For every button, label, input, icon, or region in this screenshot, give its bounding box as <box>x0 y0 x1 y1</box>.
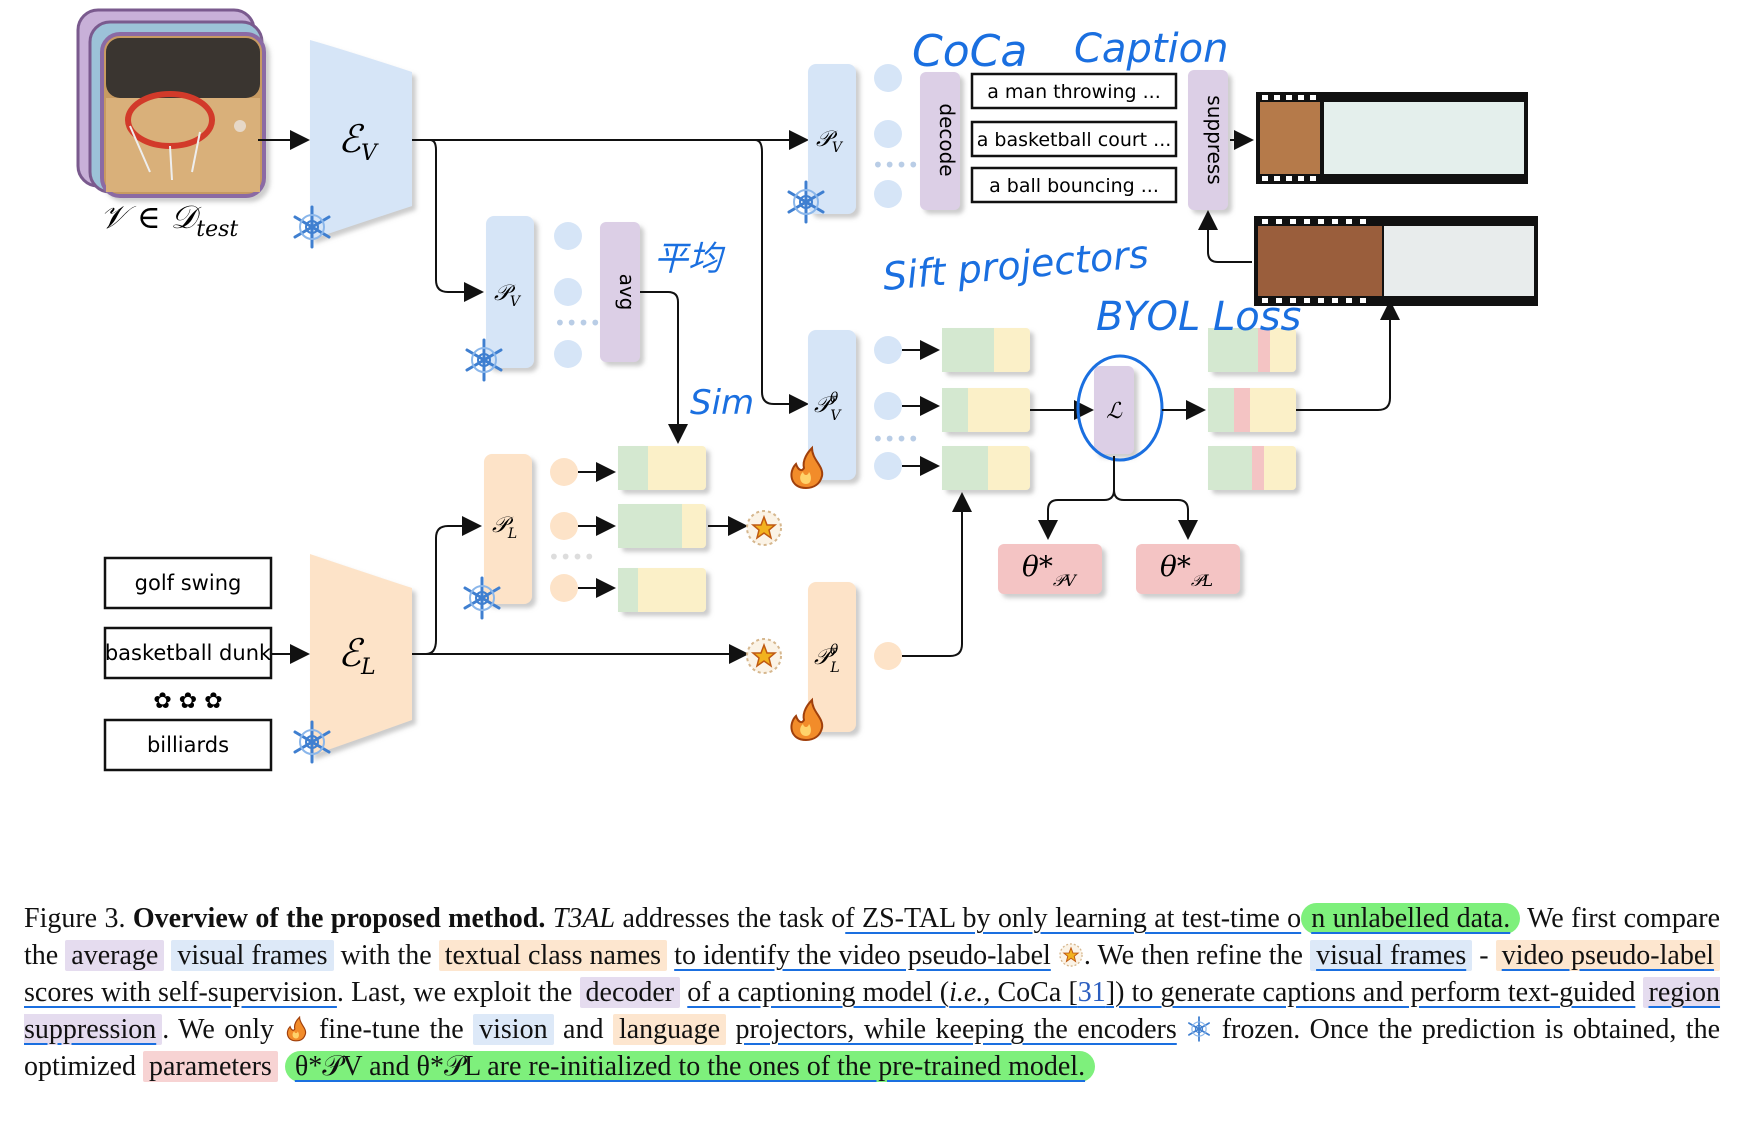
caption-text: addresses the task o <box>622 903 846 934</box>
svg-text:a ball bouncing ...: a ball bouncing ... <box>989 175 1159 197</box>
caption-text: projectors, while keeping the encoders <box>735 1014 1177 1045</box>
frame-feature <box>554 340 582 368</box>
pseudo-label-star-icon <box>746 638 782 674</box>
caption-text: with the <box>340 940 432 971</box>
loss-label: ℒ <box>1106 399 1123 424</box>
caption-text: . Last, we exploit the <box>336 977 573 1008</box>
loss-circle-annotation <box>1076 354 1164 462</box>
caption-text: of a captioning model ( <box>687 977 950 1008</box>
decode-label: decode <box>935 103 959 176</box>
caption-3: a ball bouncing ... <box>970 166 1178 204</box>
highlight-average: average <box>65 940 165 971</box>
language-projector-frozen <box>484 454 532 604</box>
optimized-params-v: θ*𝒫V <box>998 544 1102 594</box>
method-name: T3AL <box>552 903 616 934</box>
dots: •••• <box>872 153 919 177</box>
flame-icon <box>287 1016 307 1042</box>
svg-text:θ*𝒫V: θ*𝒫V <box>1022 550 1077 590</box>
highlight-reinitialized: θ*𝒫V and θ*𝒫L are re-initialized to the … <box>284 1051 1096 1082</box>
annotation-coca: CoCa <box>912 26 1027 77</box>
highlight-visual-frames: visual frames <box>1310 940 1473 971</box>
input-video-frames <box>76 8 266 198</box>
class-name-golf-swing: golf swing <box>103 556 273 610</box>
caption-text: frozen. Once the prediction is obtained,… <box>24 1014 1721 1082</box>
annotation-sift-projectors: Sift projectors <box>881 232 1150 299</box>
language-projector-trainable <box>808 582 856 732</box>
caption-text: i.e. <box>949 977 984 1008</box>
highlight-decoder: decoder <box>579 977 681 1008</box>
caption-text: to identify the video pseudo-label <box>674 940 1051 971</box>
caption-text: scores with self-supervision <box>24 977 337 1008</box>
caption-text: . We then refine the <box>1083 940 1303 971</box>
highlight-video-pseudo-label: video pseudo-label <box>1495 940 1721 971</box>
svg-text:billiards: billiards <box>147 733 229 757</box>
suppress-block <box>1188 70 1228 210</box>
visual-projector-trainable <box>808 330 856 480</box>
avg-block <box>600 222 640 362</box>
caption-title: Overview of the proposed method. <box>132 903 546 934</box>
suppress-label: suppress <box>1203 95 1227 184</box>
class-name-basketball-dunk: basketball dunk <box>103 626 273 680</box>
figure-caption: Figure 3. Overview of the proposed metho… <box>24 900 1721 1085</box>
snowflake-icon <box>1188 1016 1211 1042</box>
visual-projector-caption <box>808 64 856 214</box>
ellipsis-scribbles: ✿ ✿ ✿ <box>153 689 222 714</box>
visual-projector-frozen <box>486 216 534 368</box>
input-label: 𝒱 ∈ 𝒟test <box>100 198 238 242</box>
svg-text:golf swing: golf swing <box>135 571 242 595</box>
caption-text: , CoCa [ <box>983 977 1078 1008</box>
figure-label: Figure 3. <box>24 903 126 934</box>
decode-block <box>920 72 960 210</box>
svg-text:θ*𝒫L: θ*𝒫L <box>1160 550 1213 590</box>
caption-text: ]) to generate captions and perform text… <box>1105 977 1636 1008</box>
frame-feature <box>554 278 582 306</box>
refined-scores-input <box>942 328 1030 490</box>
avg-label: avg <box>615 274 639 311</box>
class-name-billiards: billiards <box>103 718 273 772</box>
caption-text: - <box>1479 940 1489 971</box>
refined-scores-output <box>1208 328 1296 490</box>
svg-text:a basketball court ...: a basketball court ... <box>977 129 1172 151</box>
annotation-caption: Caption <box>1074 26 1228 72</box>
method-diagram: 𝒱 ∈ 𝒟test ℰV ℰL golf swing basketball du… <box>76 8 1538 772</box>
annotation-average: 平均 <box>654 239 726 279</box>
pseudo-label-star-icon <box>1059 943 1083 967</box>
highlight-unlabelled-data: n unlabelled data. <box>1301 903 1521 934</box>
dots: •••• <box>872 427 919 451</box>
frame-feature <box>554 222 582 250</box>
caption-text: fine-tune the <box>318 1014 464 1045</box>
vision-encoder <box>310 40 412 240</box>
loss-block <box>1094 366 1134 454</box>
caption-text: f ZS-TAL by only learning at test-time o <box>845 903 1302 934</box>
language-encoder <box>310 554 412 756</box>
highlight-visual-frames: visual frames <box>171 940 334 971</box>
output-film-strip-top <box>1256 92 1528 184</box>
caption-1: a man throwing ... <box>970 72 1178 110</box>
optimized-params-l: θ*𝒫L <box>1136 544 1240 594</box>
highlight-vision: vision <box>473 1014 554 1045</box>
svg-text:a man throwing ...: a man throwing ... <box>987 81 1161 103</box>
pseudo-label-star-icon <box>746 510 782 546</box>
caption-text: . We only <box>162 1014 275 1045</box>
highlight-parameters: parameters <box>142 1051 278 1082</box>
similarity-scores <box>618 446 706 612</box>
highlight-textual-class-names: textual class names <box>438 940 668 971</box>
vision-encoder-label: ℰV <box>338 117 379 166</box>
annotation-byol-loss: BYOL Loss <box>1096 294 1301 340</box>
svg-text:basketball dunk: basketball dunk <box>105 641 272 665</box>
caption-text: We first compare the <box>24 903 1721 971</box>
language-encoder-label: ℰL <box>338 631 376 680</box>
citation-link[interactable]: 31 <box>1077 977 1106 1008</box>
dots: •••• <box>554 311 601 335</box>
annotation-sim: Sim <box>690 383 754 423</box>
caption-2: a basketball court ... <box>970 120 1178 158</box>
highlight-language: language <box>612 1014 726 1045</box>
caption-text: and <box>563 1014 604 1045</box>
output-film-strip-refined <box>1254 216 1538 306</box>
dots: •••• <box>548 545 595 569</box>
